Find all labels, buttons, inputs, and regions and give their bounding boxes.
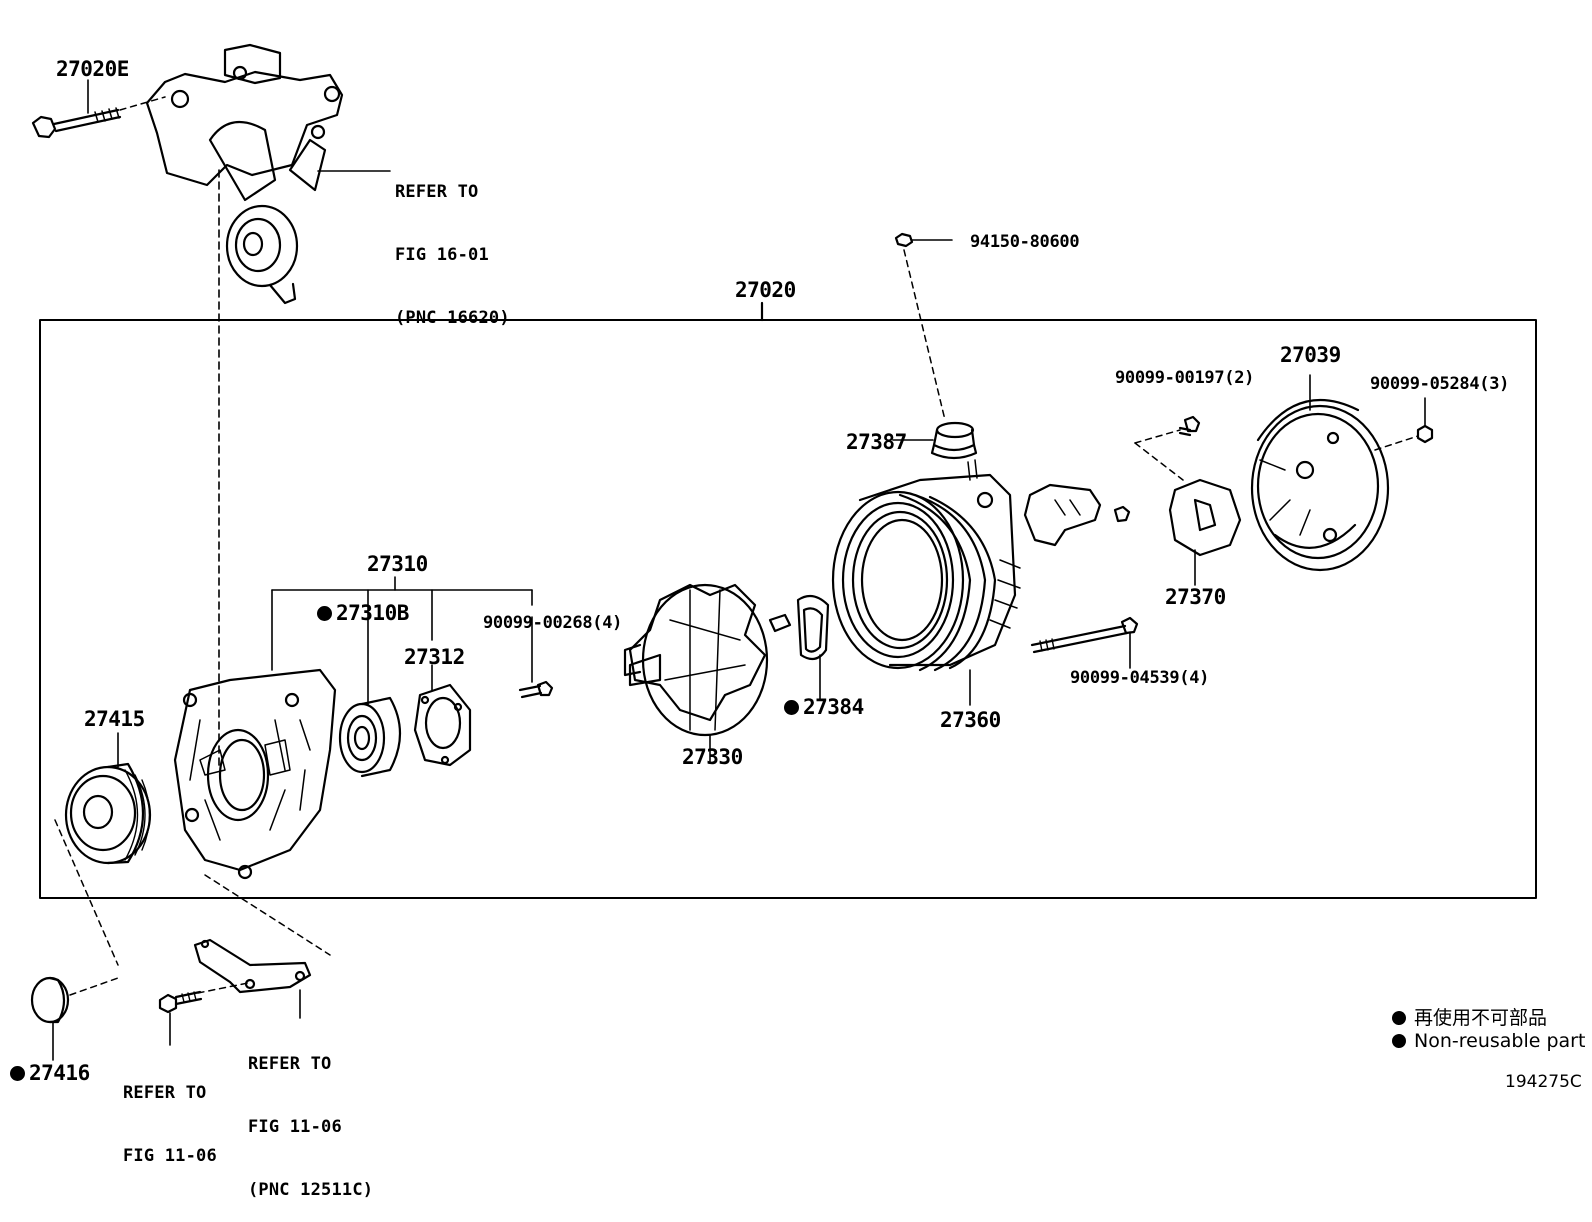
refer-line-1: REFER TO xyxy=(248,1054,332,1074)
label-27415: 27415 xyxy=(84,707,145,731)
rear-cover-27039 xyxy=(1250,374,1390,572)
refer-line-2: FIG 11-06 xyxy=(248,1117,342,1137)
group-27310-lines xyxy=(271,576,533,706)
terminal-insulator-27370 xyxy=(1168,478,1242,586)
legend-bullet-icon xyxy=(1392,1034,1406,1048)
regulator-assembly xyxy=(1023,483,1131,547)
bolt-27020E xyxy=(31,79,166,139)
label-27020: 27020 xyxy=(735,278,796,302)
label-27310B-text: 27310B xyxy=(336,601,409,625)
label-27416-text: 27416 xyxy=(29,1061,90,1085)
refer-line-1: REFER TO xyxy=(395,182,479,202)
label-27387: 27387 xyxy=(846,430,907,454)
legend-jp-text: 再使用不可部品 xyxy=(1414,1007,1548,1029)
label-27310: 27310 xyxy=(367,552,428,576)
bolt-fig-11-06 xyxy=(158,990,203,1046)
legend-jp: 再使用不可部品 xyxy=(1392,1003,1547,1030)
assembly-frame xyxy=(39,319,1537,899)
refer-line-2: FIG 16-01 xyxy=(395,245,489,265)
gasket-27384 xyxy=(796,594,830,701)
label-90099-00197: 90099-00197(2) xyxy=(1115,368,1255,388)
label-27384: 27384 xyxy=(784,695,864,719)
refer-line-1: REFER TO xyxy=(123,1083,207,1103)
label-27312: 27312 xyxy=(404,645,465,669)
stay-bracket xyxy=(193,938,312,1019)
label-27370: 27370 xyxy=(1165,585,1226,609)
label-27416: 27416 xyxy=(10,1061,90,1085)
bearing-27310B xyxy=(338,696,401,778)
pulley-27415 xyxy=(54,732,152,966)
rotor-27330 xyxy=(623,583,792,763)
tensioner-bracket xyxy=(145,43,391,305)
label-27360: 27360 xyxy=(940,708,1001,732)
screw-90099-00268 xyxy=(518,616,554,699)
label-27020E: 27020E xyxy=(56,57,129,81)
refer-line-3: (PNC 16620) xyxy=(395,308,510,328)
cap-27416 xyxy=(30,976,119,1061)
alternator-exploded-diagram xyxy=(30,43,1537,1061)
drive-end-frame xyxy=(173,668,337,956)
legend-en: Non-reusable part xyxy=(1392,1030,1585,1052)
figure-id: 194275C xyxy=(1505,1072,1582,1092)
refer-fig-11-06-a: REFER TO FIG 11-06 xyxy=(123,1041,217,1188)
nut-94150-80600 xyxy=(894,232,953,421)
rear-housing-27360 xyxy=(831,473,1021,706)
legend-bullet-icon xyxy=(1392,1011,1406,1025)
refer-fig-11-06-b: REFER TO FIG 11-06 (PNC 12511C) xyxy=(248,1012,373,1222)
label-90099-05284: 90099-05284(3) xyxy=(1370,374,1510,394)
refer-line-2: FIG 11-06 xyxy=(123,1146,217,1166)
through-bolt-90099-04539 xyxy=(1030,616,1139,669)
label-94150-80600: 94150-80600 xyxy=(970,232,1080,252)
label-27330: 27330 xyxy=(682,745,743,769)
retainer-plate-27312 xyxy=(413,683,472,767)
refer-line-3: (PNC 12511C) xyxy=(248,1180,374,1200)
label-90099-00268: 90099-00268(4) xyxy=(483,613,623,633)
label-27384-text: 27384 xyxy=(803,695,864,719)
screw-90099-00197 xyxy=(1134,415,1201,481)
label-27039: 27039 xyxy=(1280,343,1341,367)
label-90099-04539: 90099-04539(4) xyxy=(1070,668,1210,688)
nut-90099-05284 xyxy=(1374,397,1434,451)
legend-en-text: Non-reusable part xyxy=(1414,1030,1586,1052)
label-27310B: 27310B xyxy=(317,601,409,625)
refer-fig-16-01: REFER TO FIG 16-01 (PNC 16620) xyxy=(395,140,510,350)
